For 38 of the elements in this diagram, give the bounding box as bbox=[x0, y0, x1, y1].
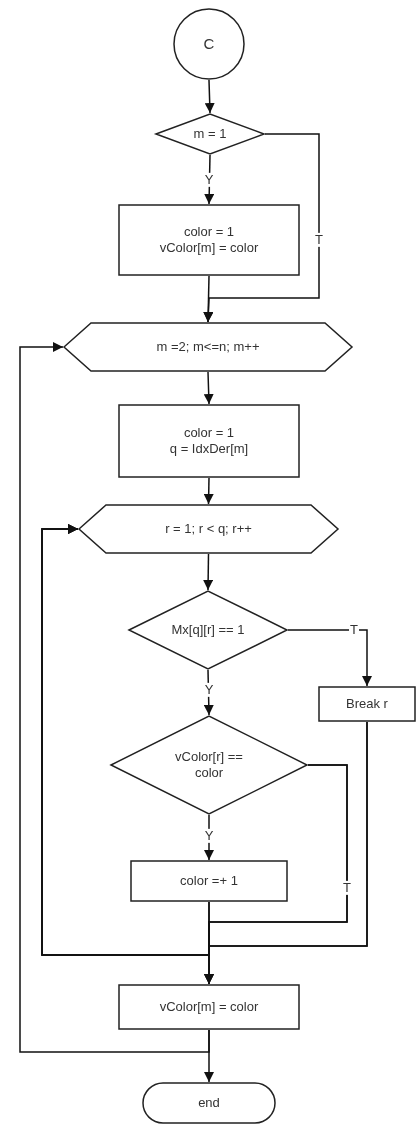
process-box bbox=[318, 686, 416, 722]
decision-diamond bbox=[128, 590, 288, 670]
node-text: q = IdxDer[m] bbox=[169, 441, 249, 458]
process-box bbox=[118, 984, 300, 1030]
edge-label: T bbox=[314, 232, 324, 248]
process-box bbox=[118, 404, 300, 478]
edge-label: Y bbox=[203, 828, 215, 844]
decision-diamond bbox=[110, 715, 308, 815]
node-text: vColor[m] = color bbox=[159, 240, 259, 257]
decision-diamond bbox=[155, 113, 265, 155]
arrow bbox=[19, 342, 210, 1053]
process-box bbox=[118, 204, 300, 276]
node-text: color = 1 bbox=[183, 424, 235, 441]
arrow bbox=[203, 133, 320, 323]
node-text: Break r bbox=[346, 695, 388, 713]
node-text: vColor[m] = color bbox=[159, 998, 259, 1016]
node-text: C bbox=[203, 34, 215, 54]
arrow bbox=[203, 553, 214, 591]
node-text: color = 1 bbox=[183, 223, 235, 240]
terminator bbox=[142, 1082, 276, 1124]
node-text: m =2; m<=n; m++ bbox=[156, 338, 260, 356]
node-text: m = 1 bbox=[193, 125, 227, 143]
node-text: color =+ 1 bbox=[180, 872, 238, 890]
arrow bbox=[287, 629, 372, 687]
arrow bbox=[203, 371, 214, 405]
loop-hexagon bbox=[63, 322, 353, 372]
edge-label: T bbox=[342, 880, 352, 896]
node-text: Mx[q][r] == 1 bbox=[171, 621, 245, 639]
arrow bbox=[203, 477, 214, 505]
node-text: r = 1; r < q; r++ bbox=[165, 520, 252, 538]
edge-label: Y bbox=[203, 682, 215, 698]
edge-label: Y bbox=[203, 172, 215, 188]
arrow bbox=[204, 79, 215, 114]
loop-hexagon bbox=[78, 504, 339, 554]
process-box bbox=[130, 860, 288, 902]
node-text: vColor[r] == color bbox=[174, 748, 244, 782]
node-text: end bbox=[198, 1094, 220, 1112]
connector-circle bbox=[173, 8, 245, 80]
